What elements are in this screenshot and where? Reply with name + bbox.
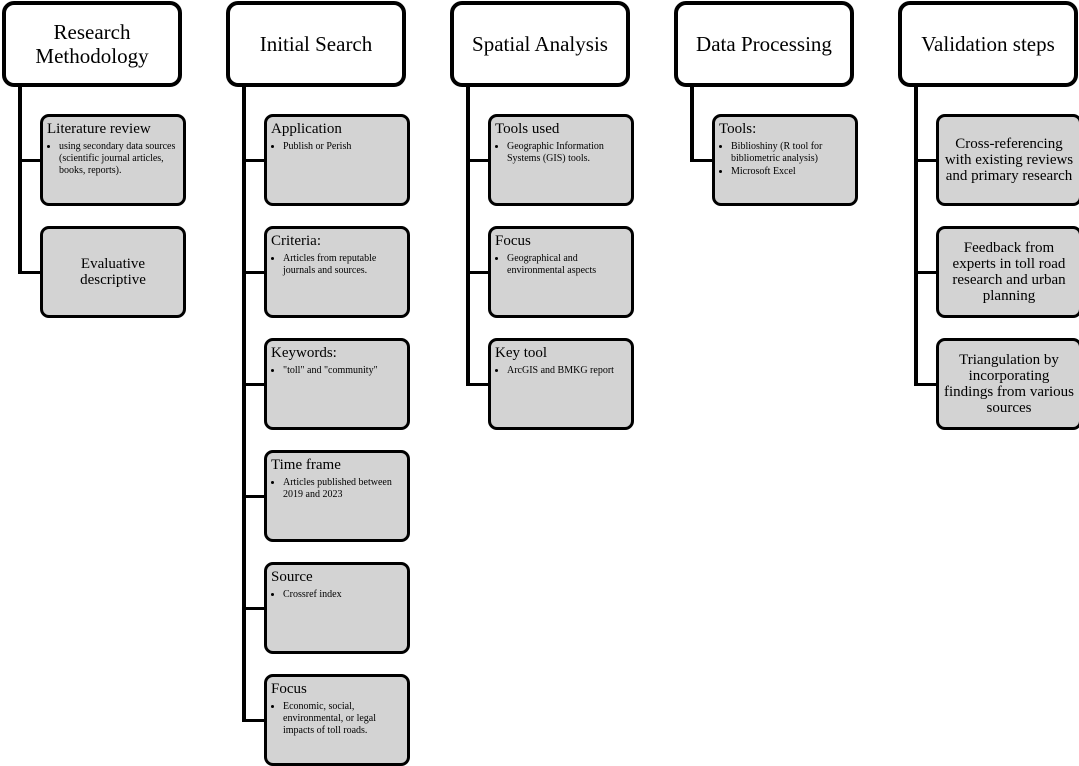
column-header: Initial Search	[226, 1, 406, 87]
step-box-bullets: Economic, social, environmental, or lega…	[271, 701, 401, 737]
step-box-text: Feedback from experts in toll road resea…	[952, 240, 1066, 304]
step-box: FocusEconomic, social, environmental, or…	[264, 674, 410, 766]
step-box: Cross-referencing with existing reviews …	[936, 114, 1079, 206]
step-box-bullets: Geographic Information Systems (GIS) too…	[495, 141, 625, 165]
connector-stub	[914, 271, 938, 274]
step-box-title: Criteria:	[271, 233, 321, 249]
step-box-title: Time frame	[271, 457, 341, 473]
bullet-item: Articles from reputable journals and sou…	[283, 253, 401, 277]
step-box-text: Cross-referencing with existing reviews …	[944, 136, 1074, 184]
step-box-title: Application	[271, 121, 342, 137]
connector-stub	[466, 271, 490, 274]
column-header-text: Spatial Analysis	[472, 32, 608, 56]
step-box-text: Evaluative descriptive	[80, 256, 146, 288]
step-box: Evaluative descriptive	[40, 226, 186, 318]
step-box-title: Focus	[271, 681, 307, 697]
column-header-text: Data Processing	[696, 32, 832, 56]
step-box-title: Literature review	[47, 121, 151, 137]
bullet-item: Articles published between 2019 and 2023	[283, 477, 401, 501]
column-header: Data Processing	[674, 1, 854, 87]
step-box: SourceCrossref index	[264, 562, 410, 654]
connector-stub	[242, 719, 266, 722]
connector-stub	[242, 383, 266, 386]
bullet-item: "toll" and "community"	[283, 365, 401, 377]
step-box-title: Source	[271, 569, 313, 585]
connector-spine	[466, 80, 470, 386]
step-box: Literature review using secondary data so…	[40, 114, 186, 206]
step-box-title: Tools used	[495, 121, 560, 137]
connector-stub	[466, 159, 490, 162]
step-box-bullets: using secondary data sources (scientific…	[47, 141, 177, 177]
step-box: Triangulation by incorporating findings …	[936, 338, 1079, 430]
step-box-bullets: Articles from reputable journals and sou…	[271, 253, 401, 277]
connector-stub	[914, 383, 938, 386]
step-box-title: Tools:	[719, 121, 757, 137]
bullet-item: Publish or Perish	[283, 141, 401, 153]
connector-stub	[466, 383, 490, 386]
connector-stub	[242, 607, 266, 610]
step-box-bullets: Articles published between 2019 and 2023	[271, 477, 401, 501]
connector-stub	[242, 271, 266, 274]
step-box-title: Keywords:	[271, 345, 337, 361]
connector-spine	[18, 80, 22, 274]
step-box-bullets: Geographical and environmental aspects	[495, 253, 625, 277]
step-box: ApplicationPublish or Perish	[264, 114, 410, 206]
bullet-item: Geographic Information Systems (GIS) too…	[507, 141, 625, 165]
step-box-bullets: ArcGIS and BMKG report	[495, 365, 625, 377]
connector-spine	[242, 80, 246, 722]
connector-stub	[242, 495, 266, 498]
step-box: Keywords: "toll" and "community"	[264, 338, 410, 430]
connector-spine	[914, 80, 918, 386]
step-box: Criteria: Articles from reputable journal…	[264, 226, 410, 318]
step-box: FocusGeographical and environmental aspe…	[488, 226, 634, 318]
bullet-item: using secondary data sources (scientific…	[59, 141, 177, 177]
step-box: Tools: Biblioshiny (R tool for bibliometr…	[712, 114, 858, 206]
connector-stub	[914, 159, 938, 162]
column-header-text: Research Methodology	[35, 20, 149, 68]
column-header-text: Validation steps	[921, 32, 1055, 56]
step-box: Feedback from experts in toll road resea…	[936, 226, 1079, 318]
connector-stub	[18, 159, 42, 162]
bullet-item: Crossref index	[283, 589, 401, 601]
step-box-bullets: Publish or Perish	[271, 141, 401, 153]
step-box: Time frameArticles published between 201…	[264, 450, 410, 542]
connector-stub	[18, 271, 42, 274]
step-box: Tools usedGeographic Information Systems…	[488, 114, 634, 206]
bullet-item: Microsoft Excel	[731, 166, 849, 178]
connector-stub	[690, 159, 714, 162]
step-box: Key toolArcGIS and BMKG report	[488, 338, 634, 430]
step-box-bullets: "toll" and "community"	[271, 365, 401, 377]
step-box-bullets: Crossref index	[271, 589, 401, 601]
bullet-item: Economic, social, environmental, or lega…	[283, 701, 401, 737]
bullet-item: Geographical and environmental aspects	[507, 253, 625, 277]
column-header: Validation steps	[898, 1, 1078, 87]
step-box-title: Key tool	[495, 345, 548, 361]
column-header: Spatial Analysis	[450, 1, 630, 87]
connector-stub	[242, 159, 266, 162]
connector-spine	[690, 80, 694, 162]
bullet-item: Biblioshiny (R tool for bibliometric ana…	[731, 141, 849, 165]
column-1: Initial SearchApplicationPublish or Peri…	[226, 0, 426, 766]
step-box-text: Triangulation by incorporating findings …	[944, 352, 1074, 416]
column-header-text: Initial Search	[259, 32, 373, 56]
column-header: Research Methodology	[2, 1, 182, 87]
bullet-item: ArcGIS and BMKG report	[507, 365, 625, 377]
step-box-bullets: Biblioshiny (R tool for bibliometric ana…	[719, 141, 849, 178]
step-box-title: Focus	[495, 233, 531, 249]
